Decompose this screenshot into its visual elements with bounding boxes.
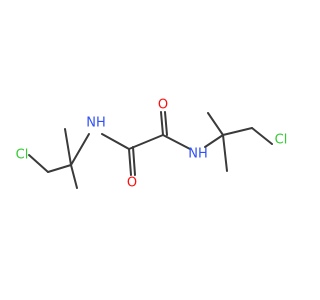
chlorine-label-right: Cl (275, 133, 288, 148)
bond-cq-methyl-down-left (70, 164, 78, 189)
bond-carbonyl-o-right-a (160, 111, 164, 136)
bond-cq-methyl-up-left (64, 128, 72, 166)
oxygen-label-bottom: O (127, 176, 137, 191)
bond-cq-methyl-down-right (222, 134, 228, 172)
bond-cq-n-left (70, 133, 90, 166)
molecule-structure: Cl NH O O NH Cl (16, 98, 288, 191)
bond-carbonyl-carbonyl (128, 134, 164, 150)
bond-lines (28, 111, 273, 189)
amine-label-left: NH (86, 116, 106, 131)
bond-carbonyl-n-right (162, 134, 191, 150)
bond-cq-ch2-right (222, 127, 253, 136)
chlorine-label-left: Cl (16, 148, 29, 163)
bond-carbonyl-o-left-a (128, 148, 132, 176)
bond-carbonyl-o-left-b (132, 146, 136, 176)
atom-labels: Cl NH O O NH Cl (16, 98, 288, 191)
bond-ch2-cq-left (47, 164, 72, 173)
bond-n-cq-right (204, 134, 224, 148)
bond-carbonyl-o-right-b (164, 111, 168, 136)
amine-label-right: NH (188, 147, 208, 162)
bond-cq-methyl-up-right (207, 112, 224, 136)
bond-cl-ch2-left (28, 154, 49, 173)
bond-ch2-cl-right (251, 127, 273, 145)
oxygen-label-top: O (158, 98, 168, 113)
bond-n-carbonyl-left (101, 133, 130, 150)
